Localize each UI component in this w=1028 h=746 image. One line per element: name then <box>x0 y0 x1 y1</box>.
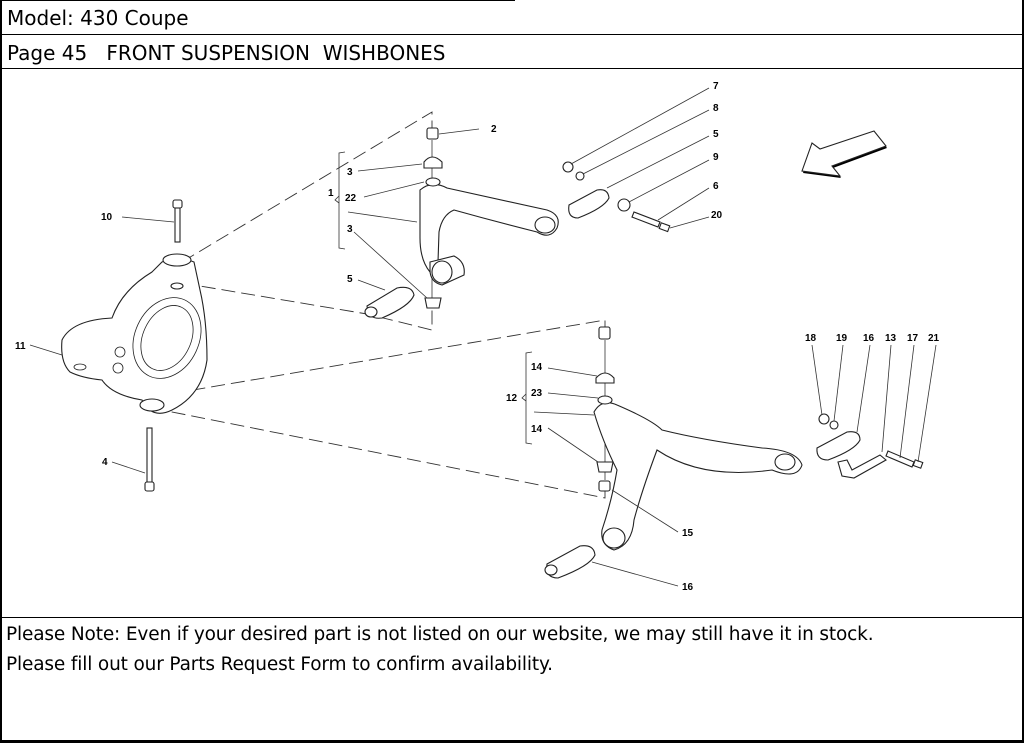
callout-21: 21 <box>928 333 940 344</box>
callout-7: 7 <box>713 81 719 92</box>
lower-bracket <box>521 351 533 445</box>
model-header: Model: 430 Coupe <box>2 0 1022 35</box>
callout-5-left: 5 <box>347 274 353 285</box>
diagram-frame <box>2 68 1022 618</box>
steering-knuckle <box>61 253 208 414</box>
page-number: Page 45 <box>7 41 88 65</box>
callout-10: 10 <box>101 212 113 223</box>
note-line-1: Please Note: Even if your desired part i… <box>6 624 874 645</box>
parts-diagram: 2 3 1 22 3 5 10 11 4 7 8 5 9 6 20 14 12 … <box>2 69 1022 617</box>
callout-3-upper: 3 <box>347 167 353 178</box>
page-header: Page 45 FRONT SUSPENSION WISHBONES <box>2 35 1022 69</box>
leader-lines <box>29 87 937 587</box>
callout-8: 8 <box>713 103 719 114</box>
callout-11: 11 <box>15 341 26 352</box>
bushing-5 <box>364 286 415 319</box>
callout-1: 1 <box>328 188 334 199</box>
section-title: FRONT SUSPENSION WISHBONES <box>106 41 446 65</box>
callout-19: 19 <box>836 333 848 344</box>
bushing-5-right <box>562 161 671 233</box>
callout-17: 17 <box>907 333 919 344</box>
direction-arrow-icon <box>801 130 887 178</box>
callout-16-right: 16 <box>863 333 875 344</box>
callout-13: 13 <box>885 333 897 344</box>
callout-15: 15 <box>682 528 694 539</box>
bolt-4 <box>144 427 155 492</box>
bushing-group-right <box>816 413 924 479</box>
top-border <box>0 0 515 1</box>
model-title: Model: 430 Coupe <box>7 6 189 30</box>
callout-labels: 2 3 1 22 3 5 10 11 4 7 8 5 9 6 20 14 12 … <box>15 81 940 593</box>
bolt-10 <box>172 199 183 243</box>
note-line-2: Please fill out our Parts Request Form t… <box>6 654 553 675</box>
upper-wishbone <box>419 127 559 309</box>
callout-22: 22 <box>345 193 357 204</box>
bushing-16-lower <box>544 545 596 579</box>
callout-3-lower: 3 <box>347 224 353 235</box>
callout-2: 2 <box>491 124 497 135</box>
callout-4: 4 <box>102 457 108 468</box>
lower-wishbone <box>593 326 803 551</box>
upper-bracket <box>334 151 346 250</box>
callout-23: 23 <box>531 388 543 399</box>
callout-18: 18 <box>805 333 817 344</box>
callout-20: 20 <box>711 210 723 221</box>
callout-12: 12 <box>506 393 518 404</box>
callout-14-lower: 14 <box>531 424 543 435</box>
availability-note: Please Note: Even if your desired part i… <box>6 620 874 680</box>
callout-6: 6 <box>713 181 719 192</box>
callout-16-lower: 16 <box>682 582 694 593</box>
callout-5-right: 5 <box>713 129 719 140</box>
callout-9: 9 <box>713 152 719 163</box>
callout-14-upper: 14 <box>531 362 543 373</box>
